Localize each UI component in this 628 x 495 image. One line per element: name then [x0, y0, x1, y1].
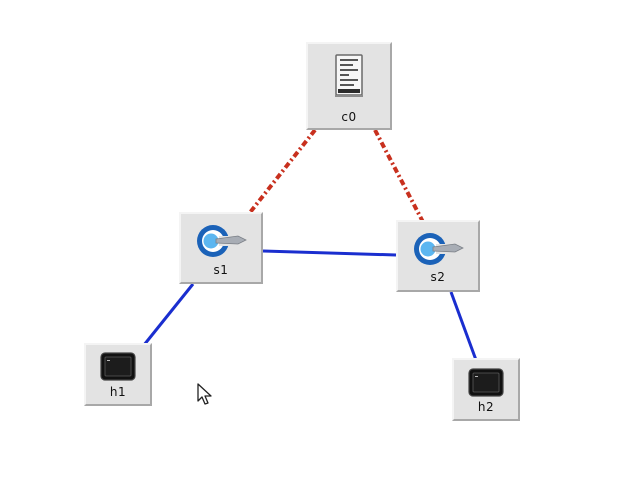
- terminal-icon: [100, 352, 136, 381]
- control-link-c0-s1[interactable]: [246, 128, 317, 217]
- mouse-cursor-icon: [197, 383, 212, 405]
- node-label-s2: s2: [430, 270, 446, 284]
- control-link-c0-s2[interactable]: [373, 129, 425, 223]
- data-link-s1-h1[interactable]: [142, 283, 195, 346]
- server-icon: [335, 54, 363, 97]
- node-label-h1: h1: [109, 385, 127, 399]
- switch-icon: [414, 233, 464, 265]
- host-node-h2[interactable]: h2: [452, 358, 520, 421]
- data-link-s1-s2[interactable]: [262, 249, 397, 257]
- node-label-s1: s1: [213, 263, 229, 277]
- terminal-icon: [468, 368, 504, 397]
- controller-node-c0[interactable]: c0: [306, 42, 392, 130]
- switch-icon: [197, 225, 247, 257]
- switch-node-s1[interactable]: s1: [179, 212, 263, 284]
- switch-node-s2[interactable]: s2: [396, 220, 480, 292]
- node-label-h2: h2: [477, 400, 495, 414]
- node-label-c0: c0: [341, 110, 357, 124]
- host-node-h1[interactable]: h1: [84, 343, 152, 406]
- data-link-s2-h2[interactable]: [449, 291, 478, 361]
